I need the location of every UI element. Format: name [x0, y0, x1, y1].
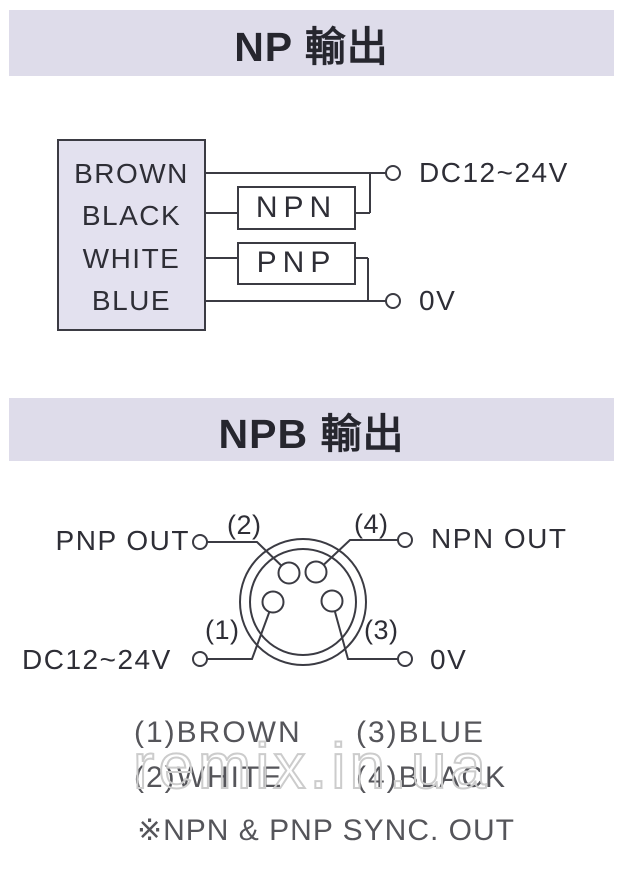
sensor-box — [57, 139, 206, 331]
connector-pin-1 — [261, 590, 285, 614]
wire-label-white: WHITE — [82, 243, 181, 274]
np-section-header: NP 輸出 — [9, 10, 614, 76]
sync-output-note: ※NPN & PNP SYNC. OUT — [137, 814, 515, 847]
pin4-lead — [315, 539, 398, 573]
connector-inner-ring — [249, 548, 357, 656]
np-ground-terminal — [385, 293, 401, 309]
legend-pin1-brown: (1)BROWN — [134, 716, 302, 749]
np-power-terminal — [385, 165, 401, 181]
npb-ground-terminal — [397, 651, 413, 667]
pin-number-2: (2) — [227, 510, 262, 540]
npn-to-power-wire — [355, 173, 371, 214]
npn-box-label: NPN — [255, 191, 338, 224]
pnp-out-terminal — [192, 534, 208, 550]
npn-out-label: NPN OUT — [431, 523, 568, 554]
npb-power-terminal — [192, 651, 208, 667]
pin1-lead — [207, 601, 274, 660]
connector-pin-2 — [277, 561, 301, 585]
npb-ground-label: 0V — [430, 644, 468, 675]
wire-label-brown: BROWN — [74, 158, 189, 189]
pnp-box — [237, 242, 356, 285]
pin2-lead — [207, 541, 290, 574]
legend-pin2-white: (2)WHITE — [134, 761, 284, 794]
np-section-title: NP 輸出 — [234, 24, 389, 70]
npn-box — [237, 186, 356, 230]
npn-out-terminal — [397, 532, 413, 548]
npb-power-label: DC12~24V — [22, 644, 172, 675]
np-power-label: DC12~24V — [419, 157, 569, 188]
pnp-to-ground-wire — [355, 257, 369, 301]
npb-section-title: NPB 輸出 — [218, 410, 405, 457]
legend-pin3-blue: (3)BLUE — [356, 716, 486, 749]
pin-number-1: (1) — [205, 615, 240, 645]
npb-section-header: NPB 輸出 — [9, 398, 614, 461]
legend-pin4-black: (4)BLACK — [356, 761, 508, 794]
connector-pin-3 — [320, 589, 344, 613]
pin-number-3: (3) — [364, 615, 399, 645]
np-ground-label: 0V — [419, 285, 457, 316]
connector-outer-ring — [239, 538, 367, 666]
wire-label-blue: BLUE — [91, 285, 172, 316]
pin3-lead — [331, 600, 398, 660]
connector-pin-4 — [304, 560, 328, 584]
wire-label-black: BLACK — [81, 200, 182, 231]
pnp-box-label: PNP — [256, 246, 337, 279]
pin-number-4: (4) — [354, 509, 389, 539]
pnp-out-label: PNP OUT — [55, 525, 190, 556]
